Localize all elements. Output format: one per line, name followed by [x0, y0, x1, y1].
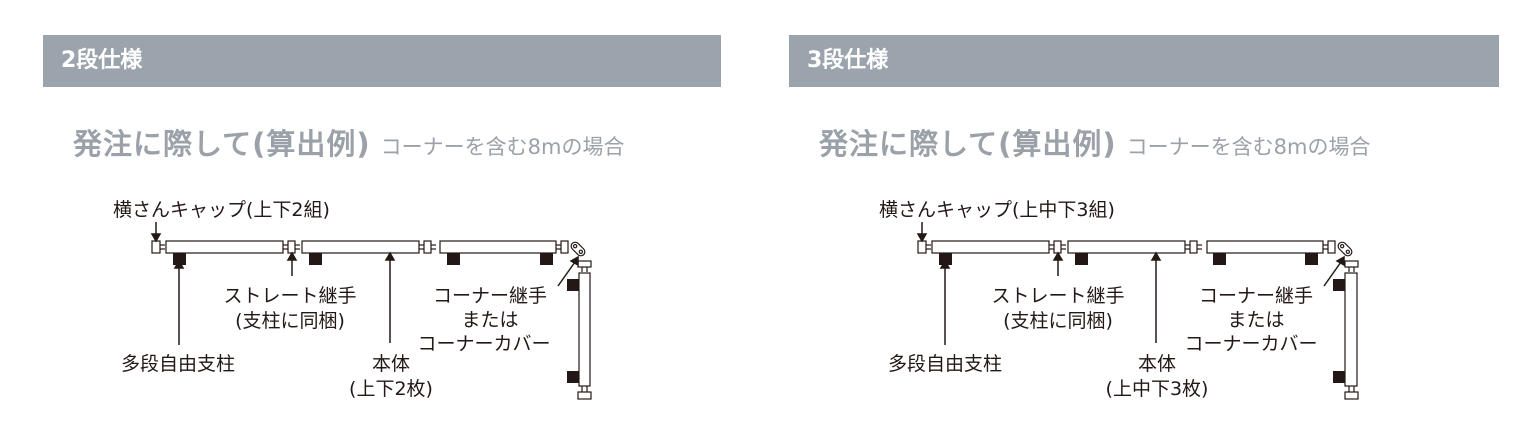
label-corner-cover: コーナーカバー: [417, 333, 550, 355]
section-title: 2段仕様: [61, 48, 143, 73]
arrow-icon: [939, 259, 951, 269]
label-straight-joint: ストレート継手: [991, 285, 1124, 307]
side-cap-icon: [1323, 240, 1336, 254]
side-cap-icon: [577, 260, 592, 272]
fence-panel: [931, 240, 1050, 254]
label-body: 本体: [1138, 353, 1176, 375]
label-corner-or: または: [1227, 309, 1284, 331]
arrow-icon: [384, 251, 396, 261]
fence-layout-diagram: 横さんキャップ(上下2組) ストレート継手 (支柱に同梱) コーナー継手 または…: [43, 187, 721, 441]
side-cap-icon: [556, 240, 569, 254]
heading-main: 発注に際して(算出例): [73, 127, 371, 161]
label-body-note: (上下2枚): [349, 378, 433, 400]
side-cap-icon: [1344, 386, 1359, 400]
straight-joint-icon: [419, 240, 436, 254]
heading-note: コーナーを含む8mの場合: [1126, 135, 1371, 159]
label-corner-joint: コーナー継手: [433, 285, 547, 307]
side-cap-icon: [1344, 260, 1359, 272]
label-side-cap: 横さんキャップ(上下2組): [113, 199, 330, 221]
arrow-icon: [916, 233, 928, 243]
arrow-icon: [150, 233, 162, 243]
fence-panel: [1206, 240, 1324, 254]
side-cap-icon: [151, 240, 165, 254]
label-post: 多段自由支柱: [121, 353, 235, 375]
fence-layout-diagram: 横さんキャップ(上中下3組) ストレート継手 (支柱に同梱) コーナー継手 また…: [789, 187, 1499, 441]
label-straight-joint: ストレート継手: [223, 285, 356, 307]
arrow-icon: [286, 251, 298, 261]
arrow-icon: [569, 255, 579, 267]
post-blocks: [173, 253, 579, 383]
calculation-example-heading: 発注に際して(算出例) コーナーを含む8mの場合: [73, 121, 624, 163]
label-corner-or: または: [461, 309, 518, 331]
label-body: 本体: [372, 353, 410, 375]
calculation-example-heading: 発注に際して(算出例) コーナーを含む8mの場合: [819, 121, 1370, 163]
fence-panel-vertical: [578, 272, 591, 387]
heading-main: 発注に際して(算出例): [819, 127, 1117, 161]
straight-joint-icon: [1185, 240, 1202, 254]
panel-two-tier: 2段仕様 発注に際して(算出例) コーナーを含む8mの場合: [43, 35, 721, 400]
section-header: 3段仕様: [789, 35, 1499, 87]
side-cap-icon: [917, 240, 931, 254]
fence-panel-vertical: [1344, 272, 1358, 387]
fence-panel: [1067, 240, 1186, 254]
label-body-note: (上中下3枚): [1106, 378, 1209, 400]
post-blocks: [939, 253, 1345, 383]
arrow-icon: [1335, 255, 1345, 267]
fence-panel: [165, 240, 284, 254]
panel-three-tier: 3段仕様 発注に際して(算出例) コーナーを含む8mの場合: [789, 35, 1499, 400]
fence-panel: [439, 240, 557, 254]
side-cap-icon: [577, 386, 592, 400]
arrow-icon: [173, 259, 185, 269]
section-header: 2段仕様: [43, 35, 721, 87]
label-corner-cover: コーナーカバー: [1184, 333, 1317, 355]
arrow-icon: [1052, 251, 1064, 261]
label-post: 多段自由支柱: [888, 353, 1002, 375]
label-corner-joint: コーナー継手: [1199, 285, 1313, 307]
label-straight-joint-note: (支柱に同梱): [1003, 310, 1113, 332]
arrow-icon: [1150, 251, 1162, 261]
label-side-cap: 横さんキャップ(上中下3組): [879, 199, 1115, 221]
straight-joint-icon: [1049, 240, 1066, 254]
section-title: 3段仕様: [807, 48, 889, 73]
corner-joint-icon: [570, 241, 586, 257]
label-straight-joint-note: (支柱に同梱): [235, 310, 345, 332]
fence-panel: [301, 240, 420, 254]
corner-joint-icon: [1337, 241, 1353, 257]
heading-note: コーナーを含む8mの場合: [380, 135, 625, 159]
straight-joint-icon: [283, 240, 300, 254]
